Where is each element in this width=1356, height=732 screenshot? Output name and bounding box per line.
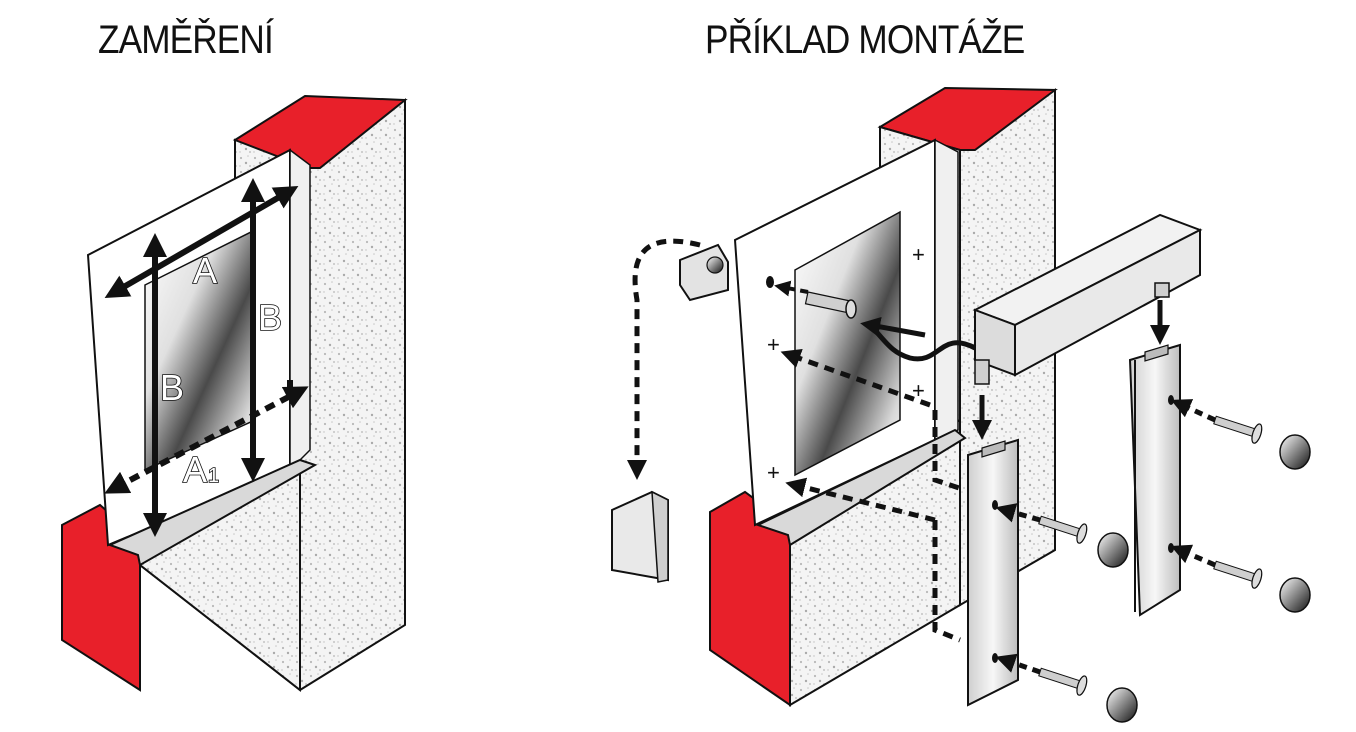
wall-screw	[804, 291, 857, 319]
mount-mark-3: +	[912, 378, 925, 403]
control-cable	[868, 323, 977, 362]
guide-rail-left	[967, 438, 1019, 707]
label-width-a: A	[193, 250, 217, 291]
crank-bracket	[679, 243, 729, 302]
crank-cover	[611, 490, 669, 583]
assembly-title: PŘÍKLAD MONTÁŽE	[705, 18, 1025, 62]
roller-box	[972, 213, 1203, 385]
mount-mark-4: +	[767, 460, 780, 485]
label-height-b-inner: B	[160, 367, 184, 408]
mount-mark-2: +	[767, 332, 780, 357]
assembly-window	[733, 138, 967, 547]
mount-mark-1: +	[912, 242, 925, 267]
drill-hole	[766, 276, 774, 288]
assembly-arrows	[627, 238, 1217, 675]
measurement-title: ZAMĚŘENÍ	[98, 18, 274, 62]
measurement-arrows	[104, 178, 309, 537]
label-width-a1-sub: 1	[208, 465, 219, 487]
label-width-a1: A	[183, 449, 207, 490]
screws-and-caps	[1038, 415, 1311, 723]
label-height-b-outer: B	[258, 297, 282, 338]
guide-rail-right	[1128, 343, 1181, 617]
